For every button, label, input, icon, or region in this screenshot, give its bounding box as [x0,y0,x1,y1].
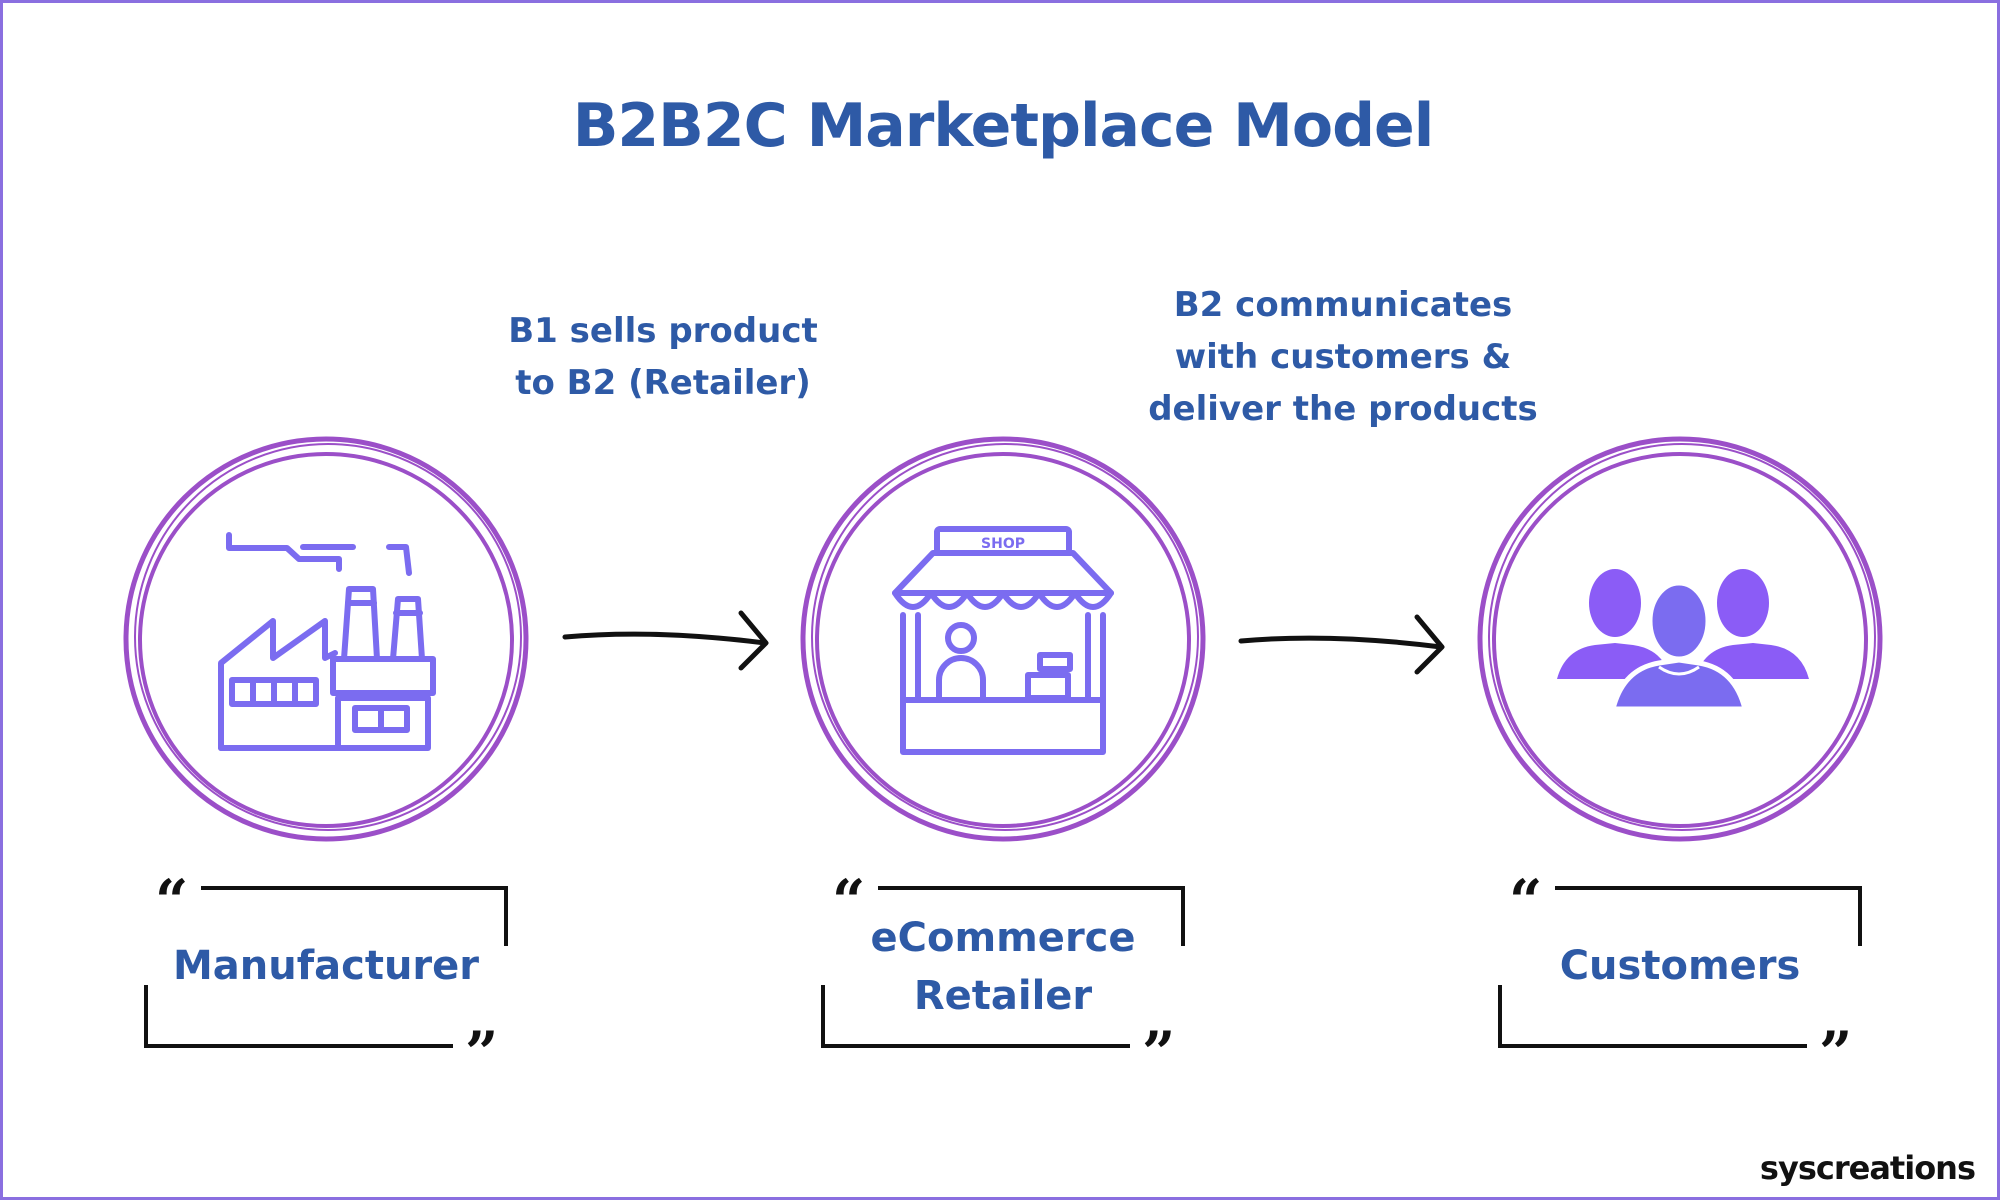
caption-line: to B2 (Retailer) [515,363,811,403]
step-label-customers: Customers [1505,937,1855,995]
step-circle-retailer [800,436,1206,842]
diagram-title: B2B2C Marketplace Model [572,91,1435,161]
close-quote-icon: ” [465,1019,498,1087]
shop-icon [892,526,1114,755]
open-quote-icon: “ [155,867,188,935]
brand-logo: syscreations [1759,1149,1976,1187]
customers-icon [1557,569,1809,712]
label-bracket-retailer [821,886,1185,1048]
step-label-line: Manufacturer [172,943,480,989]
step-label-line: Customers [1559,943,1801,989]
step-label-line: eCommerce [870,915,1136,961]
connector-arrow-1 [562,610,769,671]
caption-line: with customers & [1174,337,1512,377]
open-quote-icon: “ [832,867,865,935]
step-label-line: Retailer [913,973,1093,1019]
connector-caption-1: B1 sells product to B2 (Retailer) [463,305,863,409]
open-quote-icon: “ [1509,867,1542,935]
shop-sign-text: SHOP [981,536,1025,552]
connector-caption-2: B2 communicates with customers & deliver… [1113,279,1573,435]
caption-line: deliver the products [1148,389,1538,429]
step-circle-customers [1477,436,1883,842]
close-quote-icon: ” [1819,1019,1852,1087]
caption-line: B2 communicates [1173,285,1513,325]
diagram-canvas: SHOP [123,436,1883,1087]
caption-line: B1 sells product [508,311,818,351]
step-circle-manufacturer [123,436,529,842]
factory-icon [218,532,436,751]
step-label-retailer: eCommerce Retailer [828,909,1178,1025]
label-bracket-manufacturer [144,886,508,1048]
label-bracket-customers [1498,886,1862,1048]
connector-arrow-2 [1238,614,1445,675]
close-quote-icon: ” [1142,1019,1175,1087]
step-label-manufacturer: Manufacturer [151,937,501,995]
